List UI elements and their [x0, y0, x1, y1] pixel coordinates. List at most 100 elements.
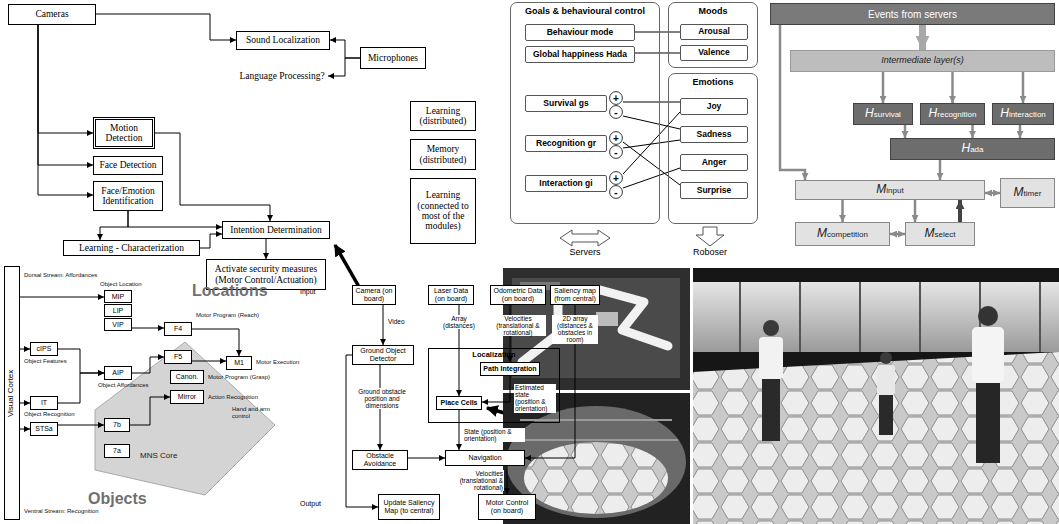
- circle-outline: [610, 132, 623, 145]
- connector: [1022, 72, 1025, 103]
- connector: [882, 72, 885, 103]
- node-text: +: [613, 133, 619, 144]
- connector: [58, 425, 104, 426]
- process-box: Motion Detection: [93, 117, 155, 149]
- person: [976, 383, 1000, 463]
- node-text: Minput: [876, 183, 903, 196]
- connector: [623, 112, 680, 174]
- process-box: AIP: [104, 366, 132, 380]
- sign-circle: -: [609, 145, 623, 159]
- group-box: EmotionsJoySadnessAngerSurprise: [668, 73, 758, 224]
- process-box: Ground Object Detector: [352, 345, 414, 365]
- connector: [130, 397, 170, 425]
- node-text: Laser Data (on board): [431, 287, 471, 302]
- edge-label: 2D array (distances & obstacles in room): [552, 315, 598, 344]
- process-box: Language Processing?: [236, 67, 328, 85]
- node-text: AIP: [112, 369, 123, 377]
- node-text: Memory (distributed): [414, 144, 472, 165]
- edge-label: Velocities (translational & rotational): [490, 315, 546, 336]
- connector: [20, 297, 104, 298]
- process-box: Sadness: [680, 126, 748, 143]
- circle-outline: [610, 186, 623, 199]
- connector: [635, 32, 680, 33]
- note-label: Ventral Stream: Recognition: [24, 508, 124, 515]
- connector: [38, 25, 93, 133]
- note-label: Motor Execution: [256, 359, 308, 366]
- note-label: Motor Program (Grasp): [208, 374, 280, 381]
- connector: [958, 200, 962, 222]
- person: [879, 395, 893, 435]
- process-box: Canon.: [170, 370, 204, 384]
- node-text: Learning (connected to most of the modul…: [414, 190, 472, 232]
- process-box: Hsurvival: [853, 103, 913, 125]
- connector: [914, 200, 917, 222]
- sign-circle: -: [609, 185, 623, 199]
- node-text: Saliency map (from central): [553, 287, 597, 302]
- process-box: Laser Data (on board): [428, 285, 474, 305]
- robot-body: [596, 312, 618, 326]
- note-label: Roboser: [680, 248, 740, 258]
- node-text: Face Detection: [99, 160, 156, 170]
- node-text: Recognition gr: [536, 139, 596, 148]
- note-label: MNS Core: [140, 452, 190, 461]
- connector: [96, 14, 236, 40]
- connector: [155, 133, 270, 221]
- node-text: STSa: [35, 425, 53, 433]
- process-box: Cameras: [8, 4, 96, 25]
- process-box: Mcompetition: [795, 222, 890, 246]
- process-box: MIP: [104, 290, 132, 303]
- connector: [383, 305, 384, 345]
- note-label: Dorsal Stream: Affordances: [24, 272, 99, 279]
- connector: [971, 125, 974, 138]
- person: [759, 337, 783, 379]
- note-label: Object Recognition: [24, 411, 94, 418]
- process-box: Navigation: [445, 450, 525, 466]
- note-label: Object Location: [100, 281, 160, 288]
- connector: [507, 466, 508, 494]
- connector: [951, 72, 954, 103]
- process-box: F5: [164, 350, 192, 364]
- note-label: Hand and arm control: [232, 406, 284, 419]
- process-box: 7a: [104, 444, 130, 458]
- node-text: -: [614, 107, 617, 118]
- process-box: Saliency map (from central): [550, 285, 600, 305]
- process-box: IT: [30, 396, 58, 410]
- node-text: Mselect: [925, 227, 956, 240]
- group-box: Goals & behavioural controlBehaviour mod…: [510, 2, 660, 224]
- connector: [1019, 125, 1022, 138]
- note-label: Action Recognition: [208, 394, 272, 401]
- photo-ground: [693, 268, 1059, 524]
- sign-circle: +: [609, 91, 623, 105]
- process-box: Hada: [890, 138, 1055, 160]
- connector: [939, 160, 942, 180]
- process-box: Path Integration: [480, 362, 540, 376]
- note-label: Servers: [555, 248, 615, 258]
- person: [762, 379, 780, 441]
- connector: [266, 239, 267, 259]
- node-text: VIP: [112, 321, 123, 329]
- node-text: 7a: [113, 447, 121, 455]
- connector: [328, 58, 360, 76]
- circle-outline: [610, 172, 623, 185]
- node-text: Canon.: [176, 373, 199, 381]
- node-text: Odometric Data (on board): [493, 287, 543, 302]
- person: [978, 306, 998, 326]
- edge-label: Ground obstacle position and dimensions: [352, 388, 412, 409]
- connector: [38, 25, 93, 195]
- process-box: Hinteraction: [992, 103, 1054, 125]
- connector: [132, 357, 164, 373]
- circle-outline: [610, 92, 623, 105]
- process-box: Mtimer: [1000, 178, 1055, 208]
- connector: [623, 168, 680, 188]
- connector: [58, 373, 104, 403]
- connector: [623, 140, 680, 148]
- node-text: Motor Control (on board): [481, 499, 533, 514]
- process-box: Joy: [680, 98, 748, 115]
- connector: [100, 211, 128, 240]
- connector: [623, 102, 680, 103]
- process-box: Events from servers: [770, 3, 1055, 25]
- connector: [192, 329, 239, 356]
- process-box: VIP: [104, 318, 132, 331]
- connector: [192, 361, 226, 362]
